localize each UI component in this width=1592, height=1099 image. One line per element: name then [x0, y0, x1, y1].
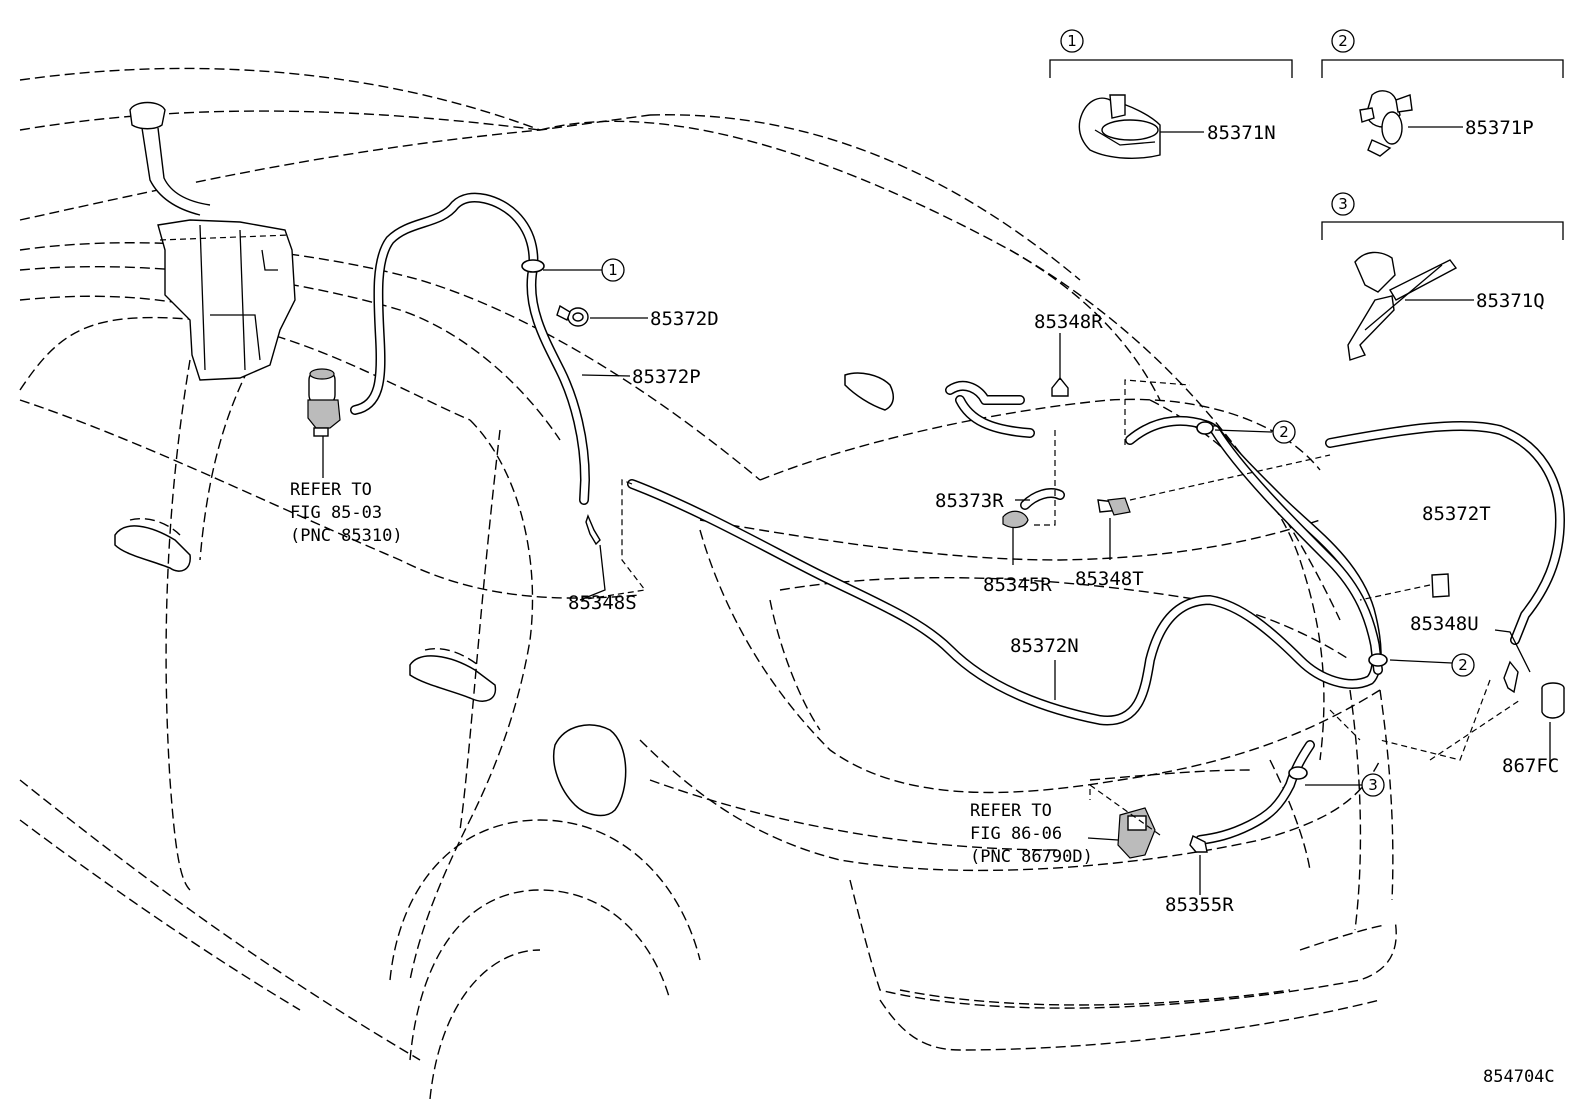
- washer-pump: [307, 368, 341, 437]
- callout-3-lower: 3: [1361, 773, 1385, 797]
- refer-note-nozzle: REFER TO FIG 86-06 (PNC 86790D): [970, 801, 1093, 867]
- clip-85371q-drawing: [1347, 251, 1458, 361]
- figure-code: 854704C: [1483, 1067, 1555, 1087]
- label-85355r: 85355R: [1165, 894, 1234, 916]
- callout-3-header-text: 3: [1338, 195, 1348, 213]
- callout-1-hose-text: 1: [608, 261, 618, 279]
- label-867fc: 867FC: [1502, 755, 1559, 777]
- callout-group-2-header: 2: [1331, 29, 1355, 53]
- label-85373r: 85373R: [935, 490, 1004, 512]
- label-85348r: 85348R: [1034, 311, 1103, 333]
- part-85345r: [1002, 510, 1029, 529]
- hose-85372p: [350, 192, 590, 505]
- refer-motor-line3: (PNC 85310): [290, 526, 403, 546]
- label-85372n: 85372N: [1010, 635, 1079, 657]
- hose-lower: [1195, 740, 1315, 845]
- hose-upper-rear: [945, 380, 1035, 438]
- label-85348t: 85348T: [1075, 568, 1144, 590]
- label-85372p: 85372P: [632, 366, 701, 388]
- refer-nozzle-line3: (PNC 86790D): [970, 847, 1093, 867]
- leader-lines: [543, 126, 1551, 895]
- clip-85371n-drawing: [1078, 94, 1161, 159]
- rear-nozzle: [1117, 807, 1156, 859]
- detail-brackets: [1049, 59, 1564, 240]
- part-85348t: [1097, 497, 1131, 516]
- refer-nozzle-line1: REFER TO: [970, 801, 1052, 821]
- callout-1-header-text: 1: [1067, 32, 1077, 50]
- vehicle-body-outline: [19, 67, 1397, 1099]
- callout-2-lower-text: 2: [1458, 656, 1468, 674]
- callout-2-header-text: 2: [1338, 32, 1348, 50]
- washer-tank: [129, 101, 296, 381]
- refer-note-washer-motor: REFER TO FIG 85-03 (PNC 85310): [290, 436, 403, 546]
- part-labels: 85371N 85371P 85371Q 85372D 85372P 85348…: [568, 117, 1559, 916]
- locator-lines: [579, 379, 1521, 836]
- hose-85373r: [1020, 488, 1065, 510]
- part-85355r: [1189, 835, 1208, 853]
- label-85348u: 85348U: [1410, 613, 1479, 635]
- label-85371q: 85371Q: [1476, 290, 1545, 312]
- part-85348s: [585, 514, 601, 546]
- clip-85371p-drawing: [1359, 90, 1413, 157]
- callout-2-upper-text: 2: [1279, 423, 1289, 441]
- refer-nozzle-line2: FIG 86-06: [970, 824, 1062, 844]
- callout-1-hose: 1: [601, 258, 625, 282]
- refer-motor-line1: REFER TO: [290, 480, 372, 500]
- part-85348u: [1503, 660, 1519, 694]
- refer-motor-line2: FIG 85-03: [290, 503, 382, 523]
- hose-right: [1325, 420, 1565, 645]
- label-85371p: 85371P: [1465, 117, 1534, 139]
- hose-85372n: [627, 415, 1388, 726]
- part-867fc: [1541, 682, 1565, 719]
- part-85372d: [556, 304, 589, 327]
- part-85348r: [1051, 376, 1069, 397]
- callout-2-lower: 2: [1451, 653, 1475, 677]
- part-85372t: [1431, 573, 1450, 598]
- callout-group-1-header: 1: [1060, 29, 1084, 53]
- label-85371n: 85371N: [1207, 122, 1276, 144]
- label-85372t: 85372T: [1422, 503, 1491, 525]
- callout-group-3-header: 3: [1331, 192, 1355, 216]
- callout-3-lower-text: 3: [1368, 776, 1378, 794]
- label-85372d: 85372D: [650, 308, 719, 330]
- callout-2-upper: 2: [1272, 420, 1296, 444]
- label-85345r: 85345R: [983, 574, 1052, 596]
- label-85348s: 85348S: [568, 592, 637, 614]
